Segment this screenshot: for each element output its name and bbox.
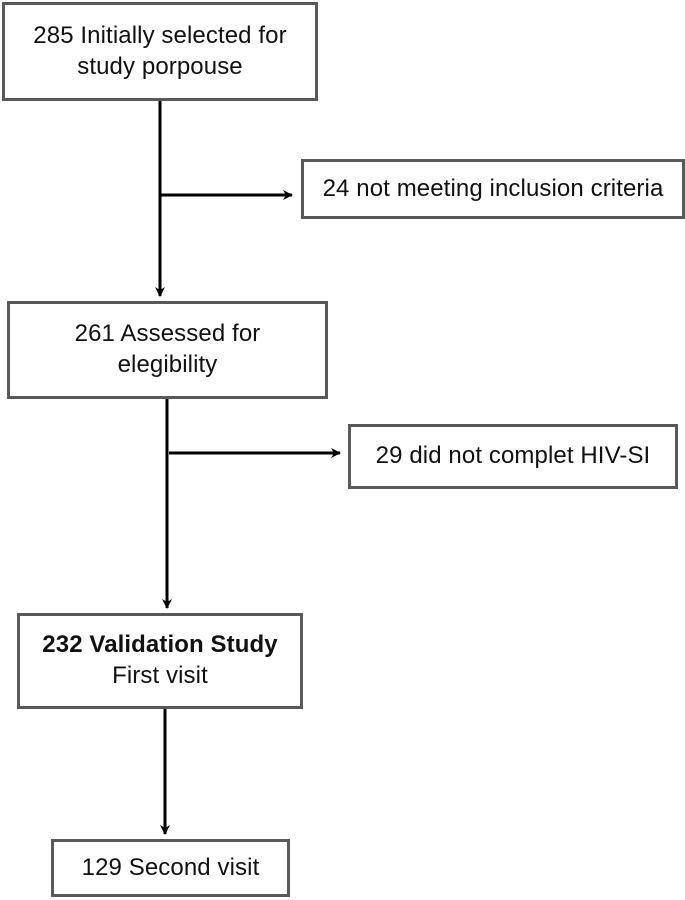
node-second-visit: 129 Second visit [51,839,290,897]
node-assessed-for-eligibility-line2: elegibility [117,351,218,378]
node-validation-study-line2: First visit [112,662,208,689]
node-validation-study-line1: 232 Validation Study [42,631,278,659]
node-initially-selected-line2: study porpouse [77,52,243,80]
node-validation-study-first-visit: 232 Validation Study First visit [17,613,303,709]
node-did-not-complete-hiv-si-line1: 29 did not complet HIV-SI [375,442,651,470]
node-assessed-for-eligibility-line1: 261 Assessed for [74,320,261,348]
node-initially-selected-line1: 285 Initially selected for [33,21,287,49]
node-second-visit-line1: 129 Second visit [81,853,260,881]
node-assessed-for-eligibility: 261 Assessed for elegibility [7,301,328,399]
node-did-not-complete-hiv-si: 29 did not complet HIV-SI [348,424,678,489]
node-initially-selected: 285 Initially selected for study porpous… [2,2,318,101]
node-excluded-inclusion-criteria-line1: 24 not meeting inclusion criteria [322,174,664,202]
node-excluded-inclusion-criteria: 24 not meeting inclusion criteria [301,159,685,219]
